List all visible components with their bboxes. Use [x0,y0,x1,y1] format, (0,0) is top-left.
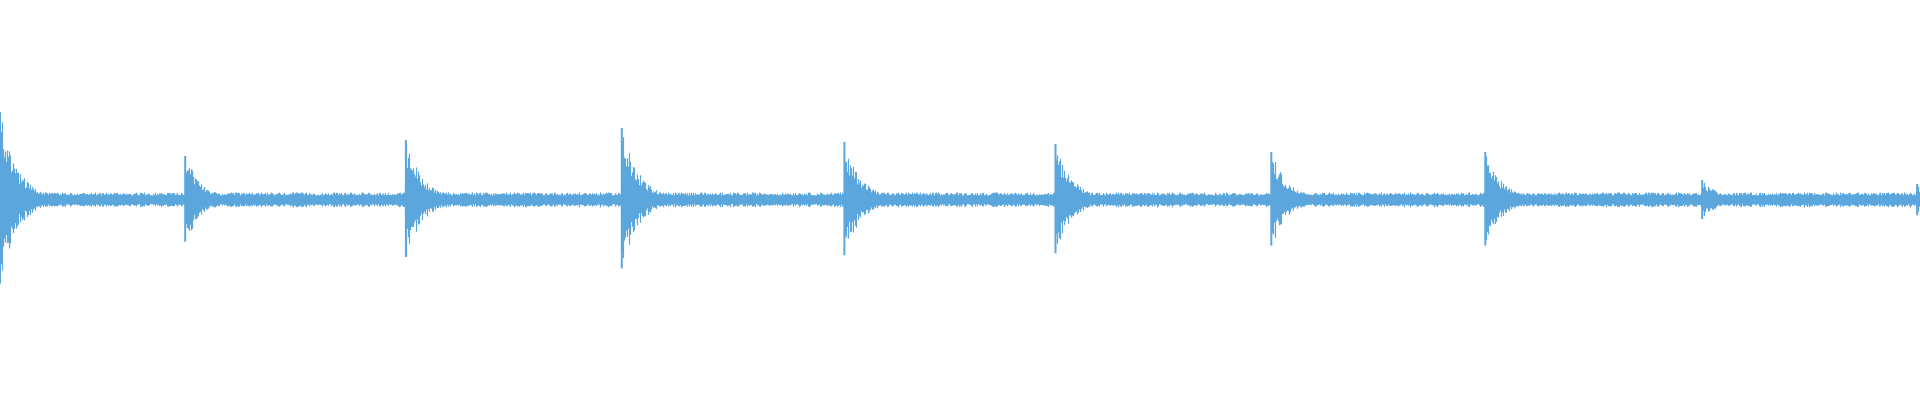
waveform-channel [0,112,1920,284]
waveform-trace [0,122,1920,271]
